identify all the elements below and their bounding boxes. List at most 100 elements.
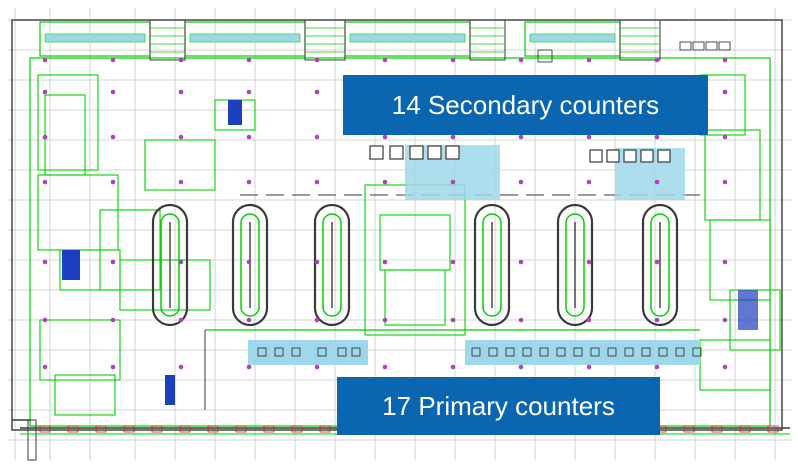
counter-desk	[573, 347, 583, 357]
column-node	[586, 134, 592, 140]
column-node	[314, 57, 320, 63]
column-node	[654, 179, 660, 185]
column-node	[654, 134, 660, 140]
column-node	[246, 317, 252, 323]
room	[99, 209, 161, 291]
kiosk	[537, 49, 553, 63]
stair-core	[149, 19, 186, 61]
column-node	[110, 179, 116, 185]
column-node	[246, 179, 252, 185]
column-node	[110, 89, 116, 95]
column-node	[518, 259, 524, 265]
door-mark	[179, 425, 191, 433]
column-nodes	[42, 57, 728, 370]
equipment-block	[165, 375, 175, 405]
column-node	[382, 57, 388, 63]
column-node	[246, 364, 252, 370]
equipment-block	[738, 290, 758, 330]
column-node	[178, 179, 184, 185]
primary-counter-zone	[248, 340, 702, 365]
carousel-inner	[160, 213, 180, 317]
counter-desk	[471, 347, 481, 357]
equipment-block	[228, 100, 242, 125]
column-node	[42, 134, 48, 140]
column-node	[518, 317, 524, 323]
column-node	[314, 317, 320, 323]
column-node	[586, 317, 592, 323]
column-node	[42, 364, 48, 370]
counter-desk	[488, 347, 498, 357]
column-node	[178, 89, 184, 95]
door-mark	[711, 425, 723, 433]
stair-core	[619, 19, 661, 61]
carousel-outer	[556, 203, 594, 327]
carousel-inner	[482, 213, 502, 317]
door-mark	[767, 425, 779, 433]
column-node	[178, 134, 184, 140]
stair-core	[304, 19, 346, 61]
counter-desk	[590, 347, 600, 357]
carousel-inner	[322, 213, 342, 317]
room	[44, 94, 86, 176]
column-node	[382, 179, 388, 185]
lift-box	[679, 41, 692, 51]
column-node	[654, 57, 660, 63]
column-node	[722, 179, 728, 185]
column-node	[42, 317, 48, 323]
entrance-post	[27, 419, 37, 461]
column-node	[178, 317, 184, 323]
counter-desk	[658, 347, 668, 357]
column-node	[518, 179, 524, 185]
column-node	[314, 259, 320, 265]
room	[119, 259, 211, 311]
glazing-strip	[349, 33, 466, 43]
column-node	[178, 364, 184, 370]
room	[704, 129, 761, 221]
column-node	[246, 134, 252, 140]
counter-zone	[248, 340, 368, 365]
column-node	[654, 317, 660, 323]
column-node	[586, 364, 592, 370]
counter-desk	[692, 347, 702, 357]
counter-desk	[675, 347, 685, 357]
column-node	[178, 259, 184, 265]
glazing-strip	[189, 33, 301, 43]
column-node	[178, 57, 184, 63]
door-mark	[123, 425, 135, 433]
lift-box	[718, 41, 731, 51]
column-node	[722, 57, 728, 63]
counter-desk	[445, 145, 460, 160]
column-node	[518, 364, 524, 370]
counter-desk	[657, 149, 671, 163]
room	[54, 374, 116, 416]
counter-desk	[522, 347, 532, 357]
column-node	[110, 364, 116, 370]
column-node	[314, 364, 320, 370]
column-node	[382, 259, 388, 265]
counter-desk	[427, 145, 442, 160]
counter-desk	[337, 347, 347, 357]
column-node	[722, 317, 728, 323]
counter-desk	[351, 347, 361, 357]
column-node	[314, 179, 320, 185]
column-node	[586, 179, 592, 185]
column-node	[382, 364, 388, 370]
door-mark	[319, 425, 331, 433]
column-node	[450, 57, 456, 63]
counter-zone	[465, 340, 700, 365]
column-node	[314, 134, 320, 140]
column-node	[42, 57, 48, 63]
carousel-outer	[473, 203, 511, 327]
primary-counters-label: 17 Primary counters	[337, 377, 660, 435]
door-mark	[151, 425, 163, 433]
counter-desk	[257, 347, 267, 357]
column-node	[722, 134, 728, 140]
column-node	[654, 259, 660, 265]
counter-desk	[623, 149, 637, 163]
room	[39, 319, 121, 381]
column-node	[42, 89, 48, 95]
column-node	[314, 89, 320, 95]
secondary-counter-zone	[369, 145, 685, 200]
door-mark	[683, 425, 695, 433]
counter-desk	[409, 145, 424, 160]
